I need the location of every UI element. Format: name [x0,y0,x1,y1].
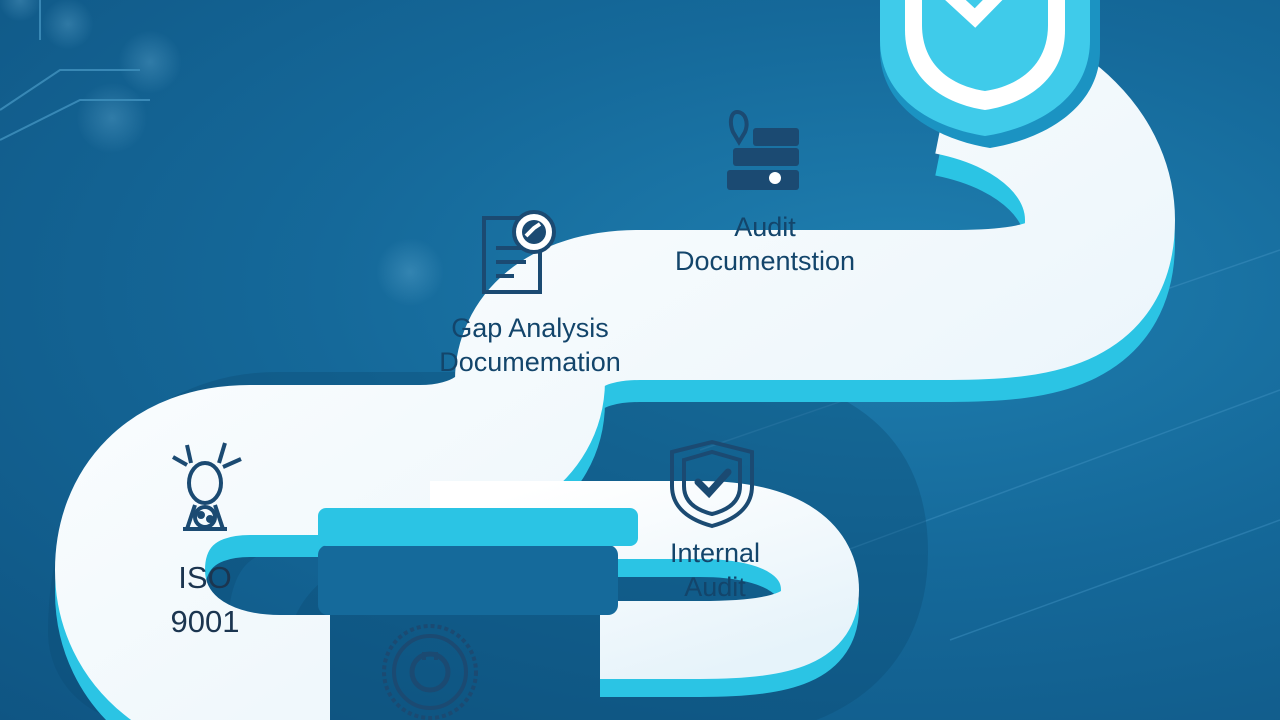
iso-gear-icon [172,442,242,531]
step-label-gap-analysis: Gap Analysis Documemation [420,311,640,379]
path-loop-top [430,481,859,679]
step-label-line: Documemation [439,347,621,377]
roadmap-path [48,6,1175,720]
step-label-internal-audit: Internal Audit [645,536,785,604]
document-check-icon [482,210,556,294]
path-gap [318,545,618,615]
step-label-line: Audit [734,212,796,242]
large-shield-icon [880,0,1100,148]
background-decoration [0,0,1280,641]
step-label-line: Gap Analysis [451,313,609,343]
step-label-line: Internal [669,538,761,568]
path-top [55,6,1175,720]
step-label-audit-documentation: Audit Documentstion [655,210,875,278]
step-label-line: ISO [178,560,232,595]
seal-icon [382,624,478,720]
step-label-line: Audit [684,572,746,602]
path-gap-edge [318,508,638,546]
step-label-iso-9001: ISO 9001 [160,556,250,644]
step-label-line: Documentstion [674,246,856,276]
clipboard-stack-icon [727,109,799,190]
step-label-line: 9001 [170,604,240,639]
shield-check-icon [670,439,754,529]
